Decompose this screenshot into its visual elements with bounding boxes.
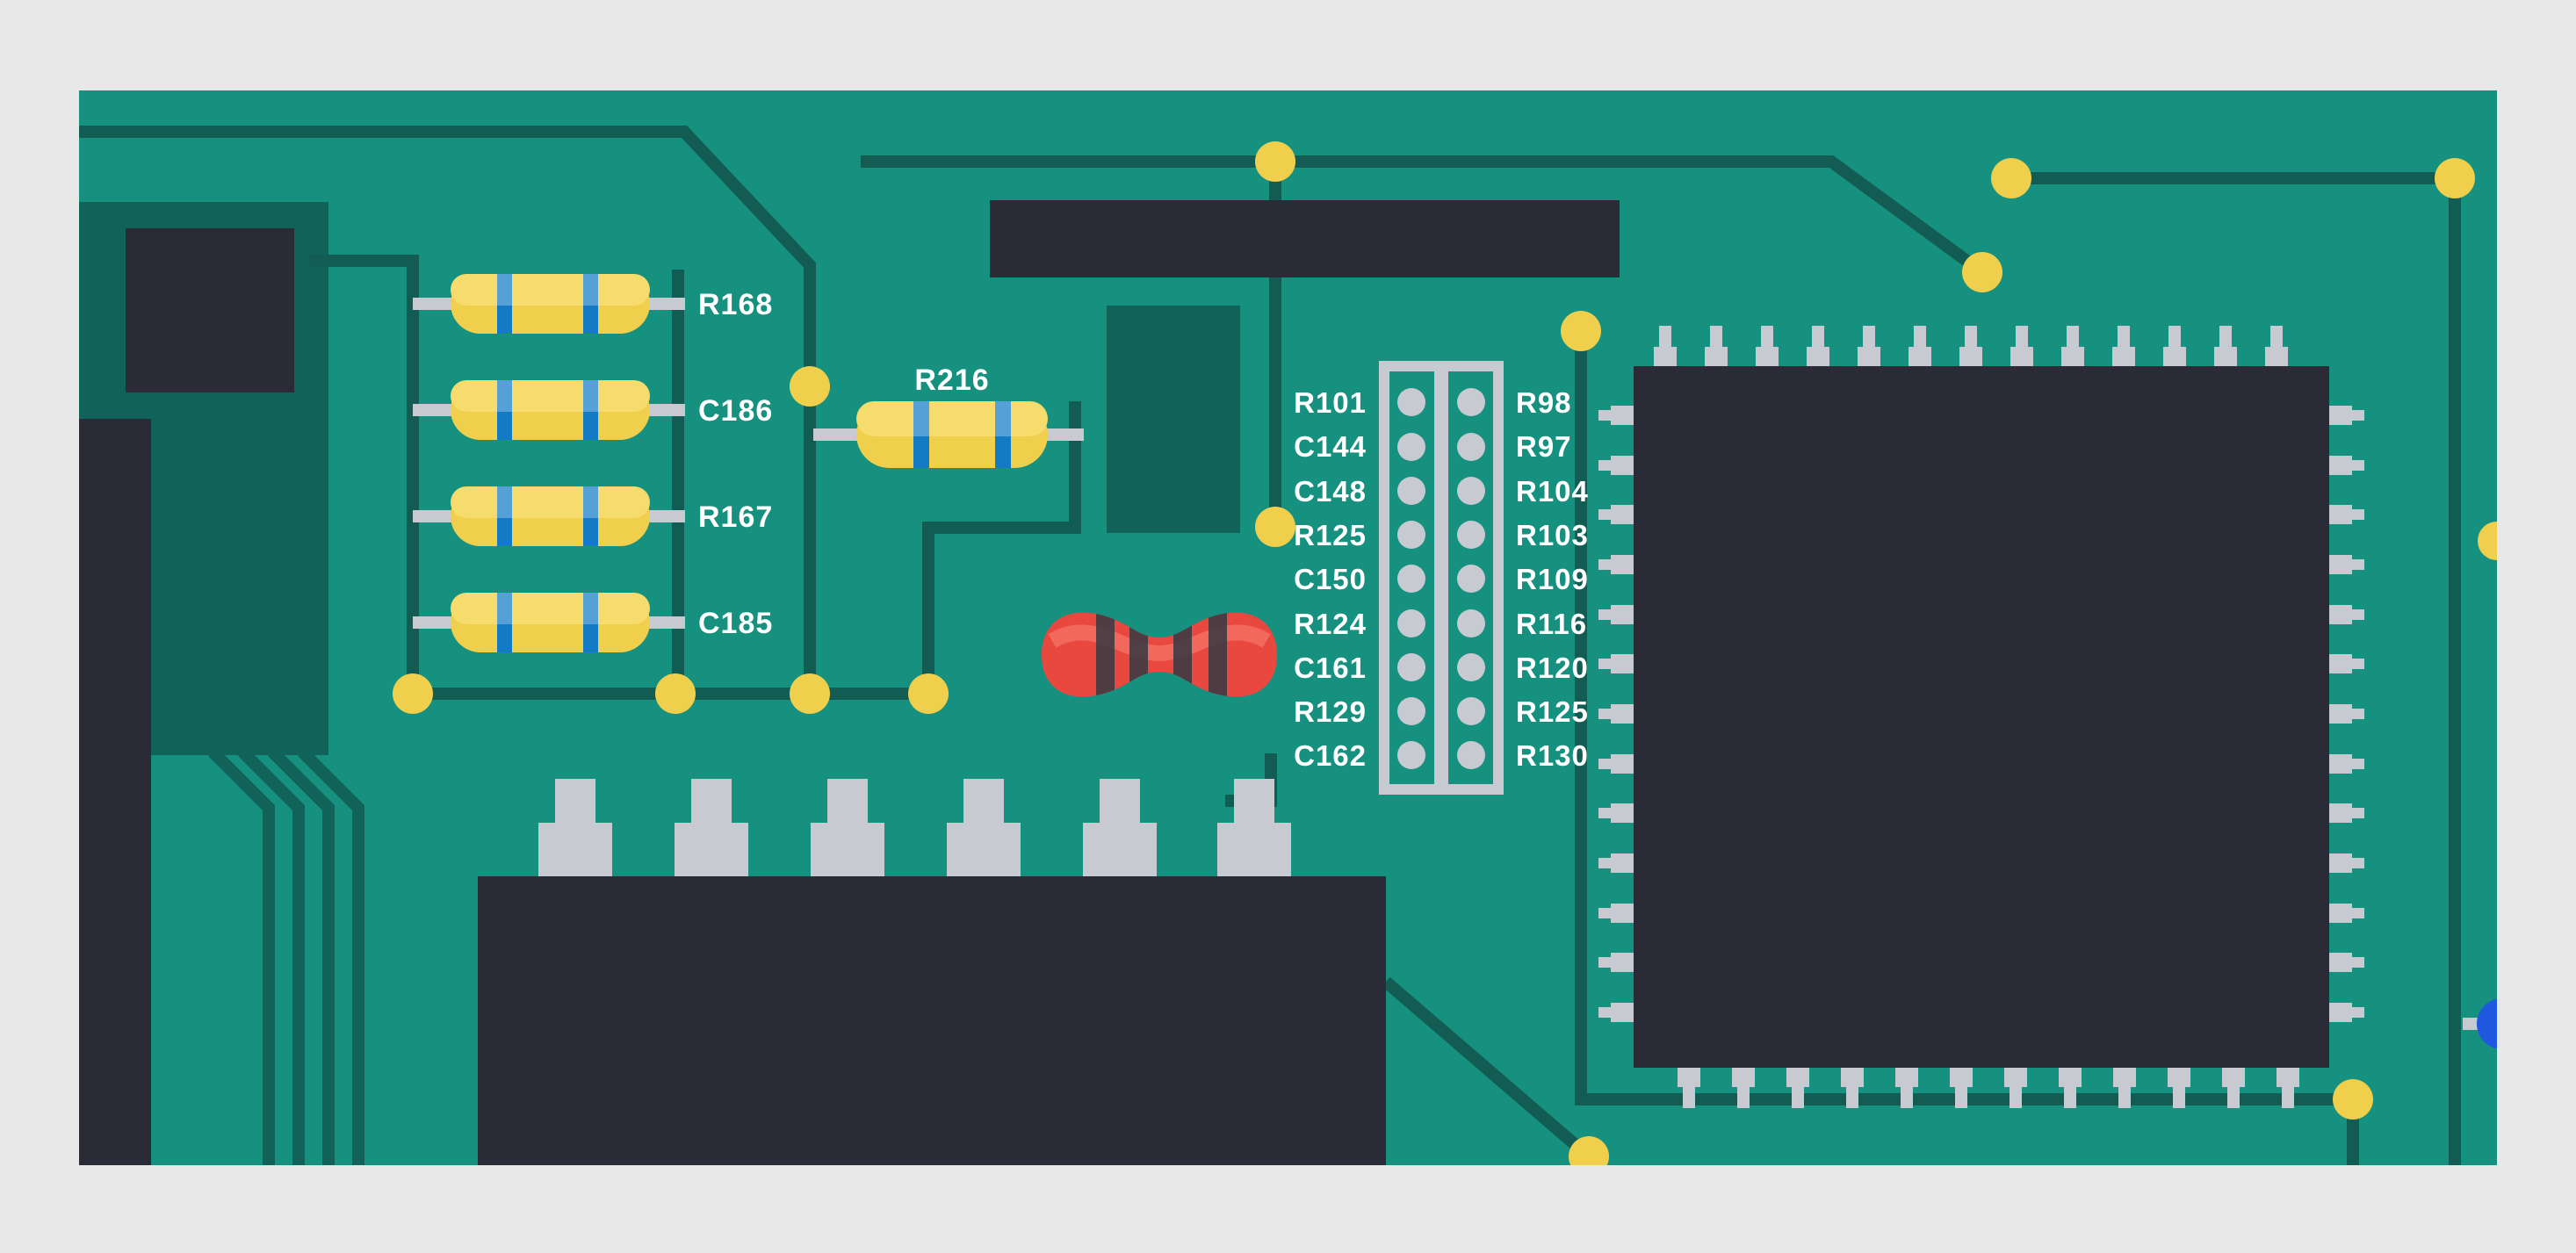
header-label-right: R130 [1516, 739, 1589, 772]
bank-label-1: R168 [698, 288, 773, 321]
pin-header [1379, 361, 1504, 795]
via-dot [1561, 311, 1601, 351]
via-dot [1255, 141, 1295, 182]
vias [393, 141, 2497, 1165]
bank-resistor-2 [451, 380, 650, 440]
via-dot [1255, 507, 1295, 547]
bank-resistor-1 [451, 274, 650, 334]
header-label-right: R97 [1516, 430, 1572, 463]
pin-header-holes-left [1397, 388, 1425, 769]
header-label-left: C148 [1294, 475, 1367, 508]
header-label-right: R103 [1516, 519, 1589, 551]
via-dot [2333, 1079, 2373, 1120]
trace-top-run [861, 155, 1987, 277]
header-label-right: R109 [1516, 563, 1589, 595]
standalone-resistor [813, 401, 1084, 468]
via-dot [1962, 252, 2002, 292]
bottom-module-body [478, 876, 1386, 1165]
trace-left-bus [309, 255, 419, 694]
resistor-bank [413, 274, 685, 652]
header-label-right: R104 [1516, 475, 1589, 508]
red-fuse [1042, 612, 1277, 697]
via-dot [908, 673, 949, 714]
header-label-left: C162 [1294, 739, 1367, 772]
topleft-module [126, 228, 294, 392]
bottom-module [478, 779, 1386, 1165]
via-dot [2435, 158, 2475, 198]
header-label-right: R116 [1516, 608, 1587, 640]
trace-bottom-diagonal [1382, 976, 1593, 1162]
top-bar-module [990, 200, 1620, 277]
bottom-module-pins [538, 779, 1291, 878]
header-label-right: R120 [1516, 652, 1589, 684]
via-dot [790, 366, 830, 407]
red-fuse-bands [1096, 612, 1227, 697]
via-dot [1991, 158, 2031, 198]
via-dot [1569, 1136, 1609, 1165]
pin-header-holes-right [1457, 388, 1485, 769]
resistor-bank-leads [413, 298, 685, 629]
bank-label-4: C185 [698, 607, 773, 640]
header-label-left: R125 [1294, 519, 1367, 551]
bank-resistor-3 [451, 486, 650, 546]
trace-r216-right [922, 401, 1081, 694]
via-dot [790, 673, 830, 714]
red-fuse-highlight [1048, 624, 1271, 662]
trace-topleft-to-bus [79, 126, 816, 694]
via-dot [2478, 522, 2497, 560]
ic-body [1634, 366, 2329, 1068]
header-label-right: R125 [1516, 695, 1589, 728]
header-label-left: C144 [1294, 430, 1367, 463]
header-label-left: R101 [1294, 386, 1367, 419]
header-label-left: R129 [1294, 695, 1367, 728]
pad-rectangle [1107, 306, 1240, 533]
header-label-left: C161 [1294, 652, 1367, 684]
r216-label: R216 [914, 364, 989, 397]
dark-modules [79, 200, 1620, 1165]
header-label-left: C150 [1294, 563, 1367, 595]
bank-resistor-4 [451, 593, 650, 652]
header-label-right: R98 [1516, 386, 1572, 419]
stacked-plane-stripes [208, 747, 364, 1165]
via-dot [393, 673, 433, 714]
header-label-left: R124 [1294, 608, 1367, 640]
silkscreen-labels: R168 C186 R167 C185 R216 R101 C144 C148 … [698, 288, 1589, 772]
blue-led-dot [2477, 998, 2497, 1049]
via-dot [655, 673, 696, 714]
bank-label-2: C186 [698, 394, 773, 428]
bank-label-3: R167 [698, 500, 773, 534]
blue-led [2463, 998, 2497, 1049]
left-edge-module [79, 419, 151, 1165]
ic-chip [1598, 326, 2364, 1108]
